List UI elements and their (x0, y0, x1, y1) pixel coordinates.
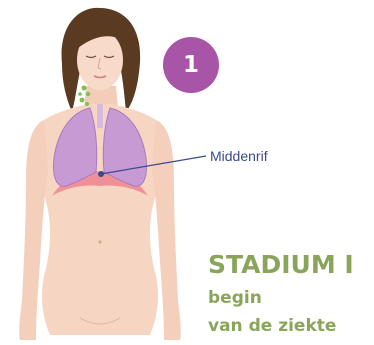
trachea (97, 104, 103, 128)
badge-number: 1 (183, 52, 199, 78)
navel (98, 240, 101, 243)
stage-subtitle-line2: van de ziekte (208, 316, 336, 336)
leader-dot (98, 171, 104, 177)
diaphragm-label: Middenrif (210, 148, 268, 164)
stage-number-badge: 1 (163, 37, 219, 93)
stage-title: STADIUM I (208, 250, 354, 280)
stage-subtitle-line1: begin (208, 288, 262, 308)
